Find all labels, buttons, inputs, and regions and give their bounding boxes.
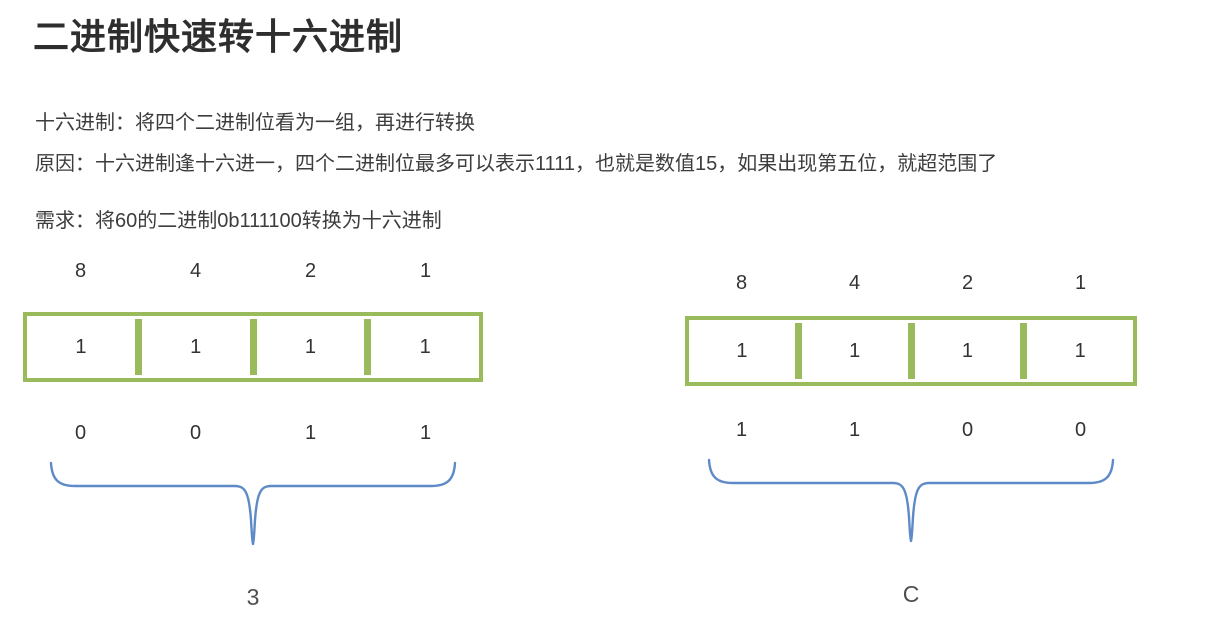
reason-line: 原因：十六进制逢十六进一，四个二进制位最多可以表示1111，也就是数值15，如果… [35,153,998,175]
bit-value: 1 [419,422,432,444]
weight-label: 8 [74,260,87,282]
bit-cell: 1 [689,323,795,379]
weight-label: 1 [1074,272,1087,294]
nibble-box-row: 1 1 1 1 [23,312,483,382]
bit-value-row: 1 1 0 0 [685,419,1137,445]
underbrace-icon [707,458,1115,543]
bit-cell: 1 [27,319,135,375]
weight-label: 8 [735,272,748,294]
requirement-line: 需求：将60的二进制0b111100转换为十六进制 [35,210,442,232]
bit-value: 0 [961,419,974,441]
page-title: 二进制快速转十六进制 [33,16,404,57]
bit-weight-row: 8 4 2 1 [23,260,483,286]
bit-value: 1 [735,419,748,441]
bit-value: 1 [304,422,317,444]
bit-cell: 1 [1020,323,1133,379]
underbrace-icon [49,461,457,546]
weight-label: 2 [961,272,974,294]
bit-weight-row: 8 4 2 1 [685,272,1137,298]
bit-value: 1 [848,419,861,441]
hex-result-label: 3 [246,584,260,610]
bit-cell: 1 [134,319,250,375]
low-nibble-group: 8 4 2 1 1 1 1 1 1 1 0 0 C [685,272,1137,608]
weight-label: 1 [419,260,432,282]
nibble-box-row: 1 1 1 1 [685,316,1137,386]
weight-label: 4 [848,272,861,294]
bit-cell: 1 [794,323,908,379]
weight-label: 2 [304,260,317,282]
high-nibble-group: 8 4 2 1 1 1 1 1 0 0 1 1 3 [23,260,483,611]
bit-cell: 1 [249,319,365,375]
bit-cell: 1 [907,323,1021,379]
bit-value: 0 [189,422,202,444]
bit-cell: 1 [364,319,479,375]
definition-line: 十六进制：将四个二进制位看为一组，再进行转换 [35,112,475,134]
weight-label: 4 [189,260,202,282]
bit-value: 0 [74,422,87,444]
bit-value-row: 0 0 1 1 [23,422,483,448]
hex-result-label: C [902,581,920,607]
bit-value: 0 [1074,419,1087,441]
